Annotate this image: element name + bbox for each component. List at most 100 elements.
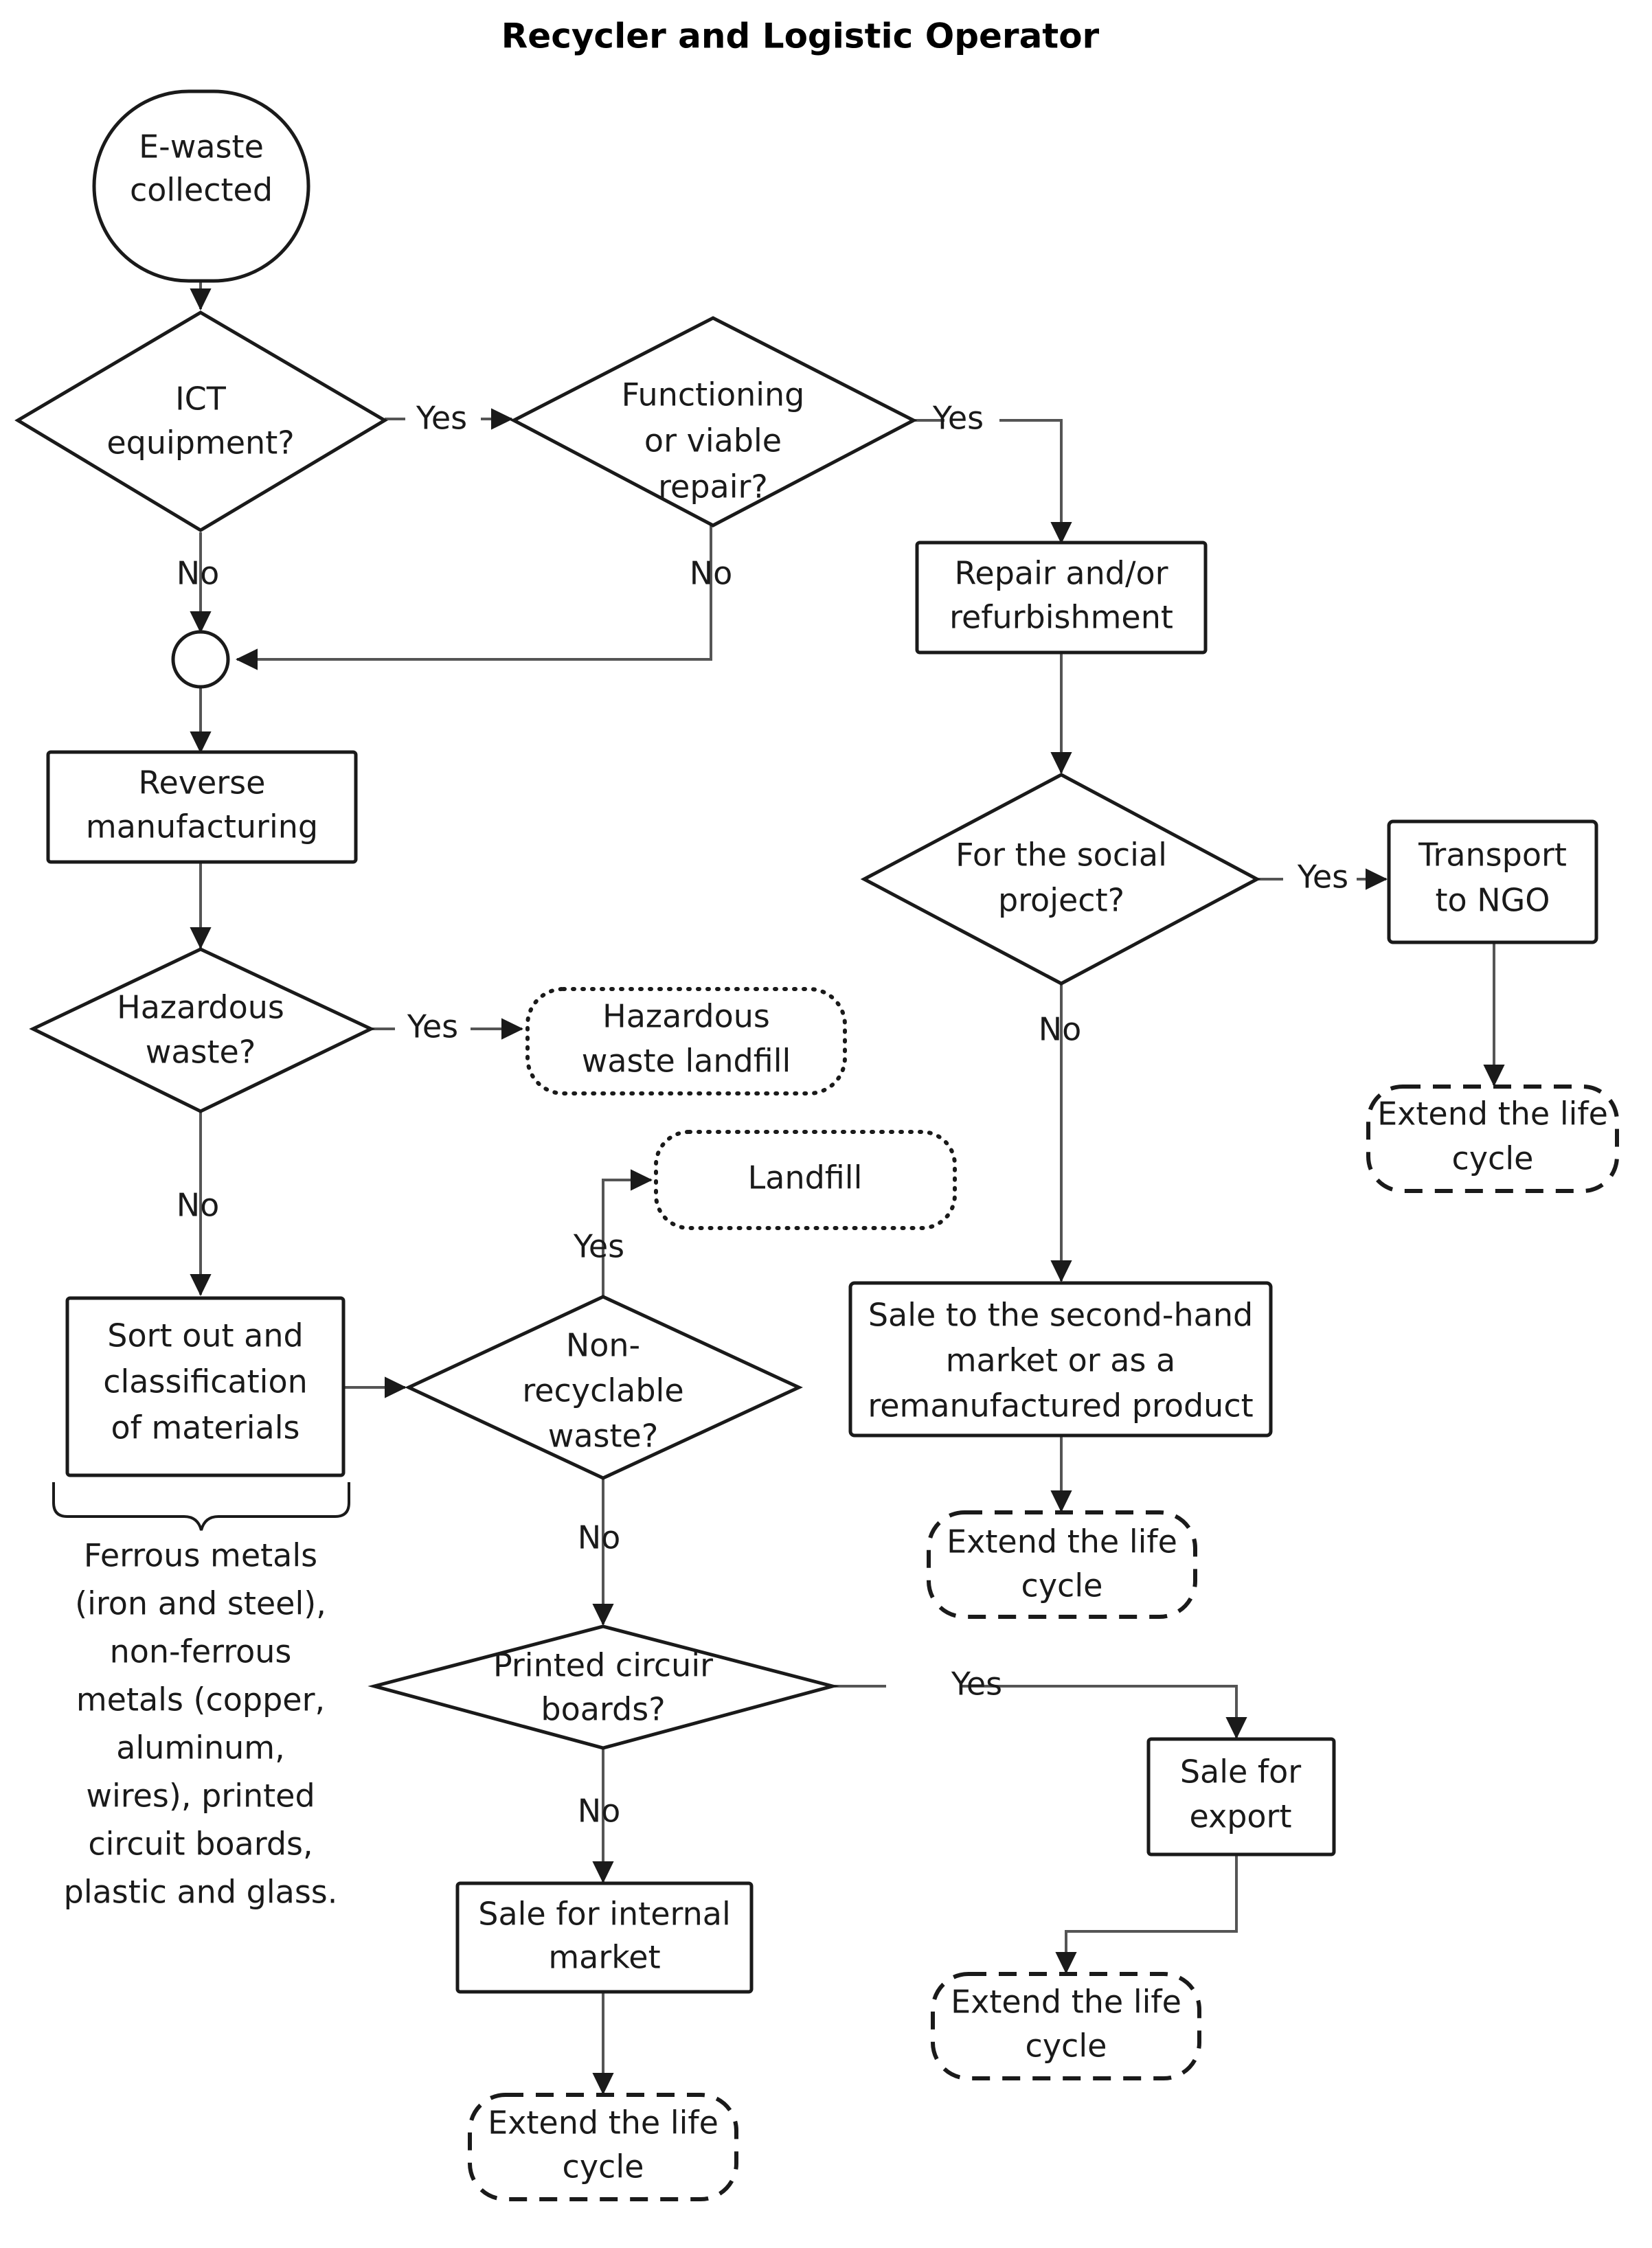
extend-ngo-label-line2: cycle bbox=[1452, 1140, 1534, 1177]
edge-label-pcb-yes: Yes bbox=[951, 1666, 1002, 1703]
repair-shape bbox=[915, 541, 1208, 655]
export-label-line2: export bbox=[1189, 1798, 1291, 1835]
node-extend-life-internal[interactable]: Extend the life cycle bbox=[468, 2093, 738, 2201]
edge-label-nonrecyclable-no: No bbox=[578, 1519, 621, 1556]
extend-export-label-line2: cycle bbox=[1026, 2028, 1107, 2065]
node-repair-refurbishment[interactable]: Repair and/or refurbishment bbox=[915, 541, 1208, 655]
internal-shape bbox=[455, 1881, 754, 1994]
social-label-line1: For the social bbox=[955, 837, 1167, 874]
node-non-recyclable-waste[interactable]: Non- recyclable waste? bbox=[405, 1295, 803, 1480]
export-label-line1: Sale for bbox=[1180, 1753, 1301, 1791]
node-extend-life-secondhand[interactable]: Extend the life cycle bbox=[927, 1510, 1197, 1619]
repair-label-line1: Repair and/or bbox=[955, 555, 1168, 592]
note-line-6: wires), printed bbox=[86, 1778, 315, 1815]
start-shape bbox=[92, 89, 310, 283]
pcb-label-line2: boards? bbox=[541, 1691, 665, 1728]
ngo-label-line1: Transport bbox=[1418, 837, 1567, 874]
hazardous-shape bbox=[29, 947, 375, 1113]
edge-label-hazardous-no: No bbox=[177, 1187, 220, 1224]
secondhand-label-line1: Sale to the second-hand bbox=[868, 1297, 1253, 1334]
nonrecyclable-label-line1: Non- bbox=[566, 1327, 640, 1364]
edge-label-social-yes: Yes bbox=[1297, 859, 1348, 896]
extend-secondhand-shape bbox=[927, 1510, 1197, 1619]
extend-export-shape bbox=[931, 1972, 1201, 2080]
extend-secondhand-label-line2: cycle bbox=[1021, 1567, 1103, 1604]
edge-label-nonrecyclable-yes: Yes bbox=[573, 1228, 624, 1265]
node-transport-ngo[interactable]: Transport to NGO bbox=[1387, 819, 1598, 944]
sort-label-line3: of materials bbox=[111, 1409, 300, 1446]
node-sale-second-hand[interactable]: Sale to the second-hand market or as a r… bbox=[848, 1281, 1273, 1438]
edge-label-social-no: No bbox=[1039, 1011, 1082, 1048]
node-start[interactable]: E-waste collected bbox=[92, 89, 310, 283]
extend-secondhand-label-line1: Extend the life bbox=[947, 1523, 1177, 1560]
node-ict-equipment[interactable]: ICT equipment? bbox=[14, 310, 388, 532]
ngo-shape bbox=[1387, 819, 1598, 944]
node-social-project[interactable]: For the social project? bbox=[860, 773, 1261, 986]
extend-internal-label-line1: Extend the life bbox=[488, 2104, 718, 2142]
extend-export-label-line1: Extend the life bbox=[951, 1984, 1181, 2021]
node-landfill[interactable]: Landfill bbox=[654, 1130, 957, 1230]
ngo-label-line2: to NGO bbox=[1435, 882, 1550, 919]
node-extend-life-export[interactable]: Extend the life cycle bbox=[931, 1972, 1201, 2080]
secondhand-label-line3: remanufactured product bbox=[868, 1387, 1253, 1424]
repair-label-line2: refurbishment bbox=[949, 599, 1173, 636]
secondhand-label-line2: market or as a bbox=[946, 1342, 1176, 1379]
edge-label-ict-yes: Yes bbox=[416, 400, 467, 437]
note-line-1: Ferrous metals bbox=[84, 1537, 317, 1574]
node-extend-life-ngo[interactable]: Extend the life cycle bbox=[1366, 1085, 1619, 1193]
pcb-label-line1: Printed circuir bbox=[493, 1647, 713, 1684]
ict-label-line2: equipment? bbox=[106, 424, 294, 462]
edge-label-ict-no: No bbox=[177, 555, 220, 592]
hazardous-label-line2: waste? bbox=[146, 1034, 256, 1071]
hazlandfill-label-line2: waste landfill bbox=[582, 1043, 791, 1080]
page-title: Recycler and Logistic Operator bbox=[501, 16, 1100, 56]
extend-ngo-label-line1: Extend the life bbox=[1377, 1095, 1608, 1133]
note-line-3: non-ferrous bbox=[110, 1633, 292, 1670]
note-line-2: (iron and steel), bbox=[75, 1585, 326, 1622]
merge-circle-shape bbox=[171, 630, 230, 689]
materials-brace bbox=[52, 1482, 350, 1531]
edge-export-to-extend bbox=[1055, 1854, 1238, 1974]
reverse-label-line1: Reverse bbox=[139, 764, 266, 802]
extend-internal-shape bbox=[468, 2093, 738, 2201]
note-line-4: metals (copper, bbox=[76, 1681, 325, 1718]
hazardous-label-line1: Hazardous bbox=[117, 989, 284, 1026]
materials-note: Ferrous metals (iron and steel), non-fer… bbox=[64, 1537, 338, 1911]
node-functioning-repair[interactable]: Functioning or viable repair? bbox=[510, 316, 918, 527]
sort-shape bbox=[65, 1296, 346, 1477]
landfill-label: Landfill bbox=[748, 1159, 863, 1196]
node-hazardous-waste-landfill[interactable]: Hazardous waste landfill bbox=[525, 987, 847, 1095]
social-shape bbox=[860, 773, 1261, 986]
hazlandfill-label-line1: Hazardous bbox=[602, 998, 770, 1035]
landfill-shape bbox=[654, 1130, 957, 1230]
edge-label-hazardous-yes: Yes bbox=[407, 1008, 458, 1045]
ict-label-line1: ICT bbox=[175, 381, 227, 418]
pcb-shape bbox=[367, 1624, 839, 1750]
node-hazardous-waste[interactable]: Hazardous waste? bbox=[29, 947, 375, 1113]
edge-functioning-to-repair bbox=[999, 419, 1072, 544]
note-line-7: circuit boards, bbox=[88, 1826, 313, 1863]
edge-nonrecyclable-to-landfill bbox=[602, 1169, 653, 1298]
extend-internal-label-line2: cycle bbox=[563, 2148, 644, 2185]
node-printed-circuit-boards[interactable]: Printed circuir boards? bbox=[367, 1624, 839, 1750]
note-line-5: aluminum, bbox=[116, 1729, 284, 1767]
note-line-8: plastic and glass. bbox=[64, 1874, 338, 1911]
nonrecyclable-shape bbox=[405, 1295, 803, 1480]
sort-label-line1: Sort out and bbox=[107, 1317, 303, 1354]
extend-ngo-shape bbox=[1366, 1085, 1619, 1193]
node-sale-internal-market[interactable]: Sale for internal market bbox=[455, 1881, 754, 1994]
node-sort-classification[interactable]: Sort out and classification of materials bbox=[65, 1296, 346, 1477]
edges-layer bbox=[190, 282, 1505, 2095]
sort-label-line2: classification bbox=[103, 1363, 308, 1400]
social-label-line2: project? bbox=[998, 882, 1124, 919]
edge-label-functioning-yes: Yes bbox=[932, 400, 984, 437]
start-label-line2: collected bbox=[130, 172, 273, 209]
node-reverse-manufacturing[interactable]: Reverse manufacturing bbox=[46, 750, 358, 864]
functioning-label-line2: or viable bbox=[644, 422, 782, 459]
functioning-label-line1: Functioning bbox=[622, 376, 805, 413]
node-sale-for-export[interactable]: Sale for export bbox=[1146, 1737, 1336, 1857]
node-merge-connector[interactable] bbox=[171, 630, 230, 689]
internal-label-line1: Sale for internal bbox=[478, 1896, 730, 1933]
edge-label-pcb-no: No bbox=[578, 1793, 621, 1830]
reverse-label-line2: manufacturing bbox=[86, 808, 318, 845]
